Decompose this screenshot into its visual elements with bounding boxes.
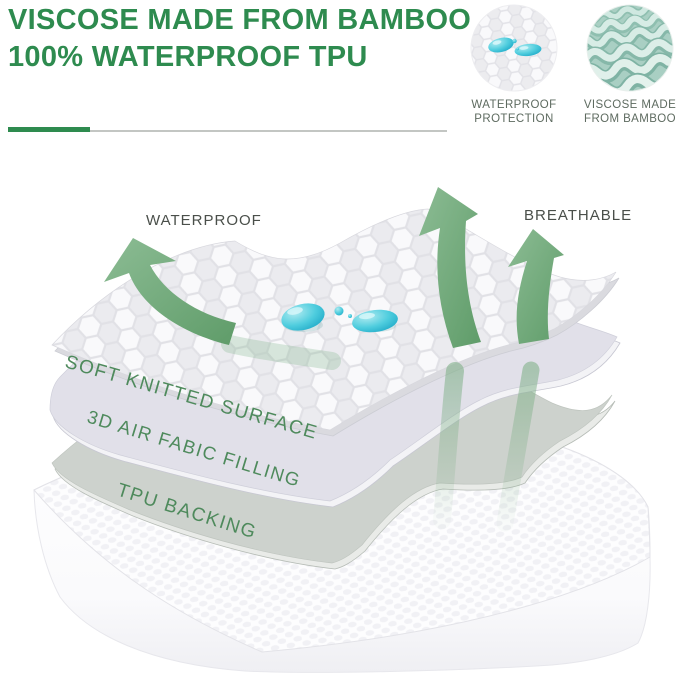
waterproof-droplets-icon [470, 4, 558, 92]
water-droplet-icon [281, 303, 398, 333]
breathable-arrow-icon [419, 187, 564, 348]
feature-badge-viscose: VISCOSE MADE FROM BAMBOO [578, 4, 679, 126]
divider-accent [8, 127, 90, 132]
page-title: VISCOSE MADE FROM BAMBOO 100% WATERPROOF… [8, 2, 471, 76]
layer-diagram: WATERPROOF BREATHABLE SOFT KNITTED SURFA… [33, 187, 651, 673]
divider-line [90, 130, 447, 132]
waterproof-arrow-icon [104, 238, 341, 370]
bamboo-viscose-weave-icon [586, 4, 674, 92]
waterproof-label: WATERPROOF [146, 212, 262, 229]
feature-badge-waterproof: WATERPROOF PROTECTION [462, 4, 566, 126]
breathable-label: BREATHABLE [524, 207, 632, 224]
title-line-2: 100% WATERPROOF TPU [8, 41, 368, 73]
badge-caption: WATERPROOF PROTECTION [471, 99, 557, 125]
airflow-bands [433, 361, 540, 532]
badge-caption: VISCOSE MADE FROM BAMBOO [583, 99, 677, 125]
layer-knitted-surface [51, 208, 620, 437]
title-line-1: VISCOSE MADE FROM BAMBOO [8, 4, 472, 36]
